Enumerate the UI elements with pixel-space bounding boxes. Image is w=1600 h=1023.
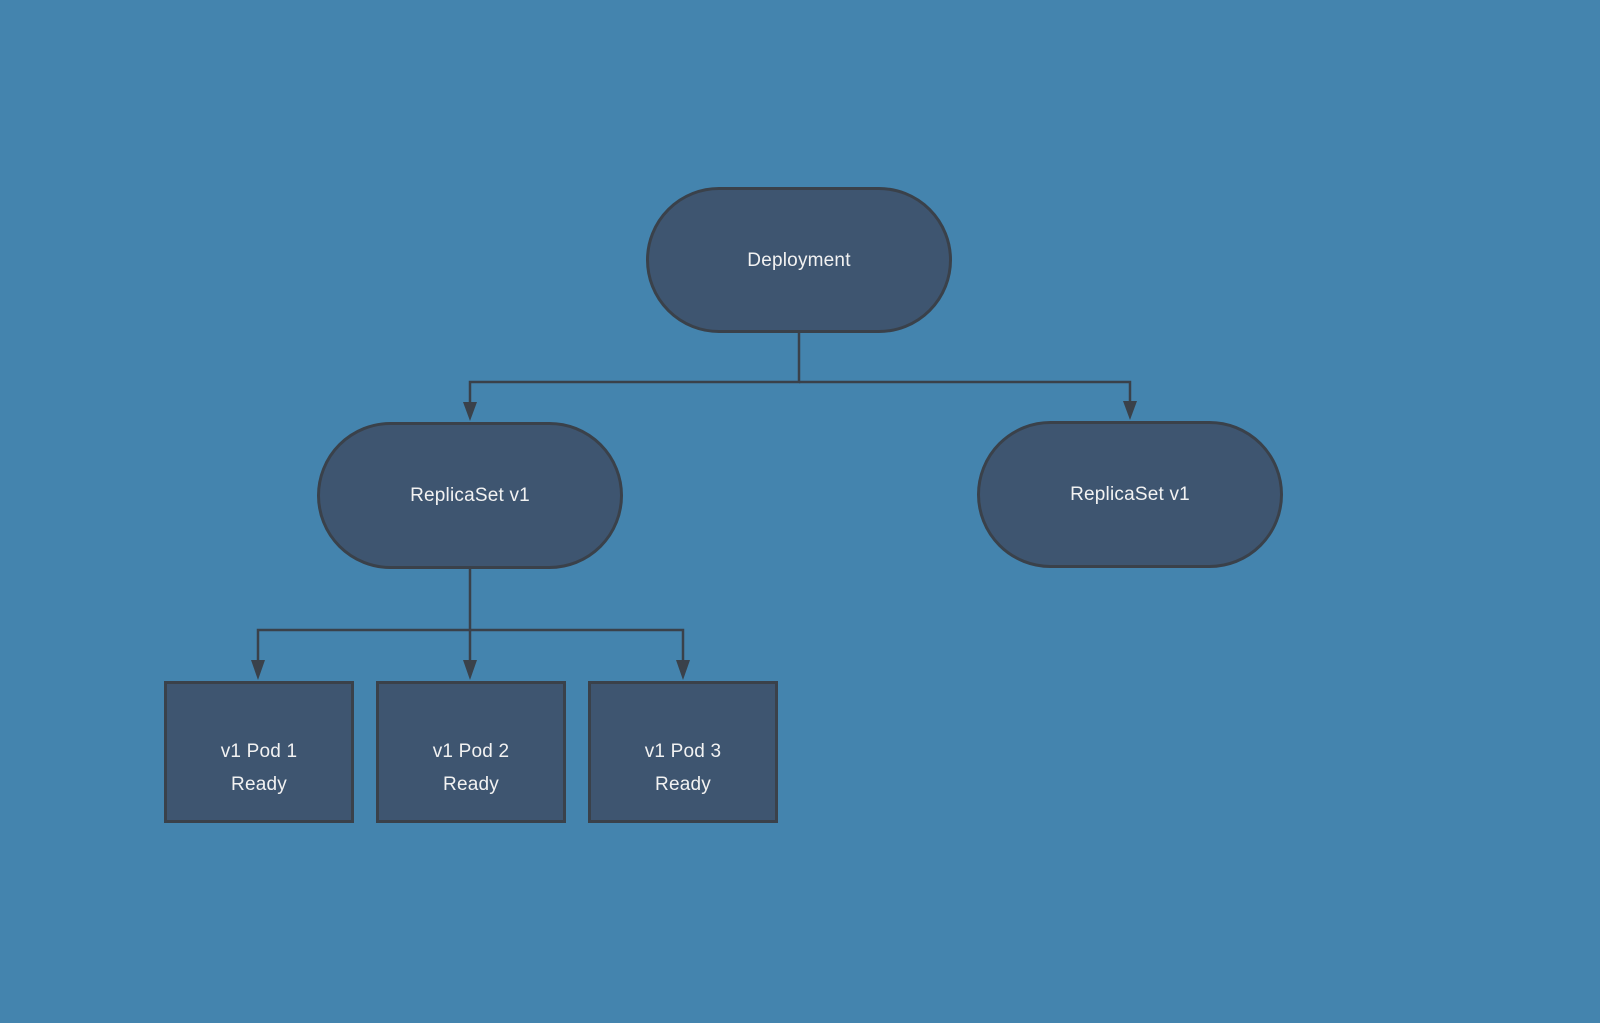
node-pod-3-status: Ready: [655, 774, 711, 795]
arrowhead-pod1: [251, 660, 265, 680]
arrowhead-pod2: [463, 660, 477, 680]
node-replicaset-left[interactable]: ReplicaSet v1: [317, 422, 623, 569]
node-pod-1-label: v1 Pod 1: [220, 741, 298, 762]
arrowhead-replicaset-right: [1123, 401, 1137, 420]
node-replicaset-right[interactable]: ReplicaSet v1: [977, 421, 1283, 568]
edge-deployment-replicaset-left: [468, 333, 801, 403]
node-pod-2[interactable]: v1 Pod 2 Ready: [376, 681, 566, 823]
edge-deployment-replicaset-right: [799, 380, 1132, 402]
node-deployment[interactable]: Deployment: [646, 187, 952, 333]
node-pod-2-label: v1 Pod 2: [432, 741, 510, 762]
node-pod-3-label: v1 Pod 3: [644, 741, 722, 762]
node-pod-1-status: Ready: [231, 774, 287, 795]
node-replicaset-right-label: ReplicaSet v1: [1070, 484, 1190, 505]
node-replicaset-left-label: ReplicaSet v1: [410, 485, 530, 506]
arrowhead-replicaset-left: [463, 402, 477, 421]
arrowhead-pod3: [676, 660, 690, 680]
node-pod-1[interactable]: v1 Pod 1 Ready: [164, 681, 354, 823]
edge-replicaset-pod3: [470, 628, 685, 661]
node-pod-3[interactable]: v1 Pod 3 Ready: [588, 681, 778, 823]
edge-replicaset-pod1: [256, 569, 472, 661]
node-deployment-label: Deployment: [747, 249, 851, 271]
node-pod-2-status: Ready: [443, 774, 499, 795]
